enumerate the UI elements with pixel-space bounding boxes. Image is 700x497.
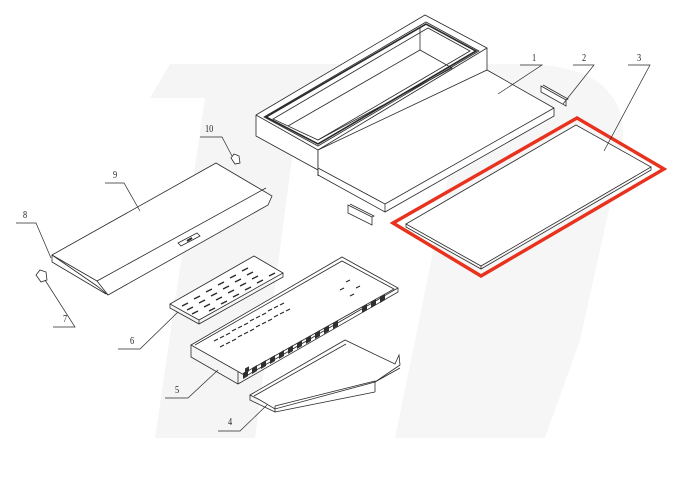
part-3-highlight [389,116,668,278]
callout-label-10[interactable]: 10 [205,123,214,135]
callout-label-8[interactable]: 8 [23,209,28,221]
part-5-tray[interactable] [190,256,399,385]
part-3-top-panel[interactable] [405,124,652,270]
callout-label-3[interactable]: 3 [637,52,642,64]
callout-label-4[interactable]: 4 [228,416,233,428]
part-10-end-cap[interactable] [230,153,241,165]
part-7-end-cap[interactable] [35,269,48,283]
part-9-canopy-cover[interactable] [51,162,273,296]
callout-label-6[interactable]: 6 [130,335,135,347]
part-2-bracket[interactable] [347,84,569,226]
callout-label-2[interactable]: 2 [582,52,587,64]
callout-label-1[interactable]: 1 [532,52,537,64]
part-1-cabinet-body[interactable] [255,14,555,213]
callout-label-9[interactable]: 9 [113,169,118,181]
callout-label-5[interactable]: 5 [175,384,180,396]
callout-label-7[interactable]: 7 [63,313,68,325]
part-4-support-bracket[interactable] [249,339,401,413]
callout-leaders [16,64,651,432]
part-6-vent-grille[interactable] [169,255,284,325]
